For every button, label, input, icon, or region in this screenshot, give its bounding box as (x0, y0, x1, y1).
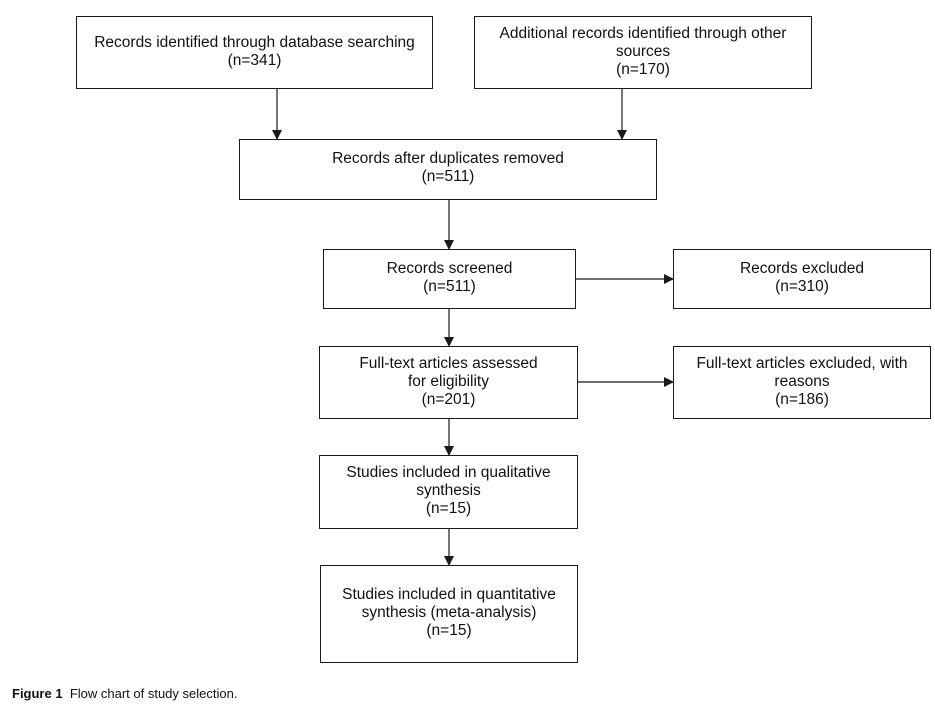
box-fulltext-assessed: Full-text articles assessed for eligibil… (319, 346, 578, 419)
figure-caption-label: Figure 1 (12, 686, 63, 701)
box-fulltext-excluded: Full-text articles excluded, with reason… (673, 346, 931, 419)
box-other-line-2: sources (615, 43, 671, 60)
box-other-sources: Additional records identified through ot… (474, 16, 812, 89)
box-quantitative-line-2: synthesis (meta-analysis) (361, 604, 537, 621)
box-database-records: Records identified through database sear… (76, 16, 433, 89)
box-duplicates-line-2: (n=511) (421, 168, 475, 185)
box-fulltext-line-1: Full-text articles assessed (359, 355, 538, 372)
figure-caption: Figure 1 Flow chart of study selection. (12, 686, 237, 702)
figure-caption-text: Flow chart of study selection. (69, 686, 238, 701)
box-after-duplicates: Records after duplicates removed (n=511) (239, 139, 657, 200)
box-fulltext-excluded-line-3: (n=186) (775, 391, 829, 408)
box-quantitative-line-1: Studies included in quantitative (342, 586, 556, 603)
box-quantitative-line-3: (n=15) (426, 622, 472, 639)
box-duplicates-line-1: Records after duplicates removed (332, 150, 564, 167)
box-other-line-3: (n=170) (616, 61, 670, 78)
box-fulltext-excluded-line-2: reasons (774, 373, 830, 390)
box-database-line-1: Records identified through database sear… (94, 34, 415, 51)
box-qualitative-synthesis: Studies included in qualitative synthesi… (319, 455, 578, 529)
box-records-screened: Records screened (n=511) (323, 249, 576, 309)
box-qualitative-line-2: synthesis (416, 482, 481, 499)
box-excluded-line-2: (n=310) (775, 278, 829, 295)
box-screened-line-2: (n=511) (423, 278, 476, 295)
box-qualitative-line-3: (n=15) (425, 500, 472, 517)
box-excluded-line-1: Records excluded (739, 260, 865, 277)
box-quantitative-synthesis: Studies included in quantitative synthes… (320, 565, 578, 663)
box-database-line-2: (n=341) (227, 52, 282, 69)
box-fulltext-excluded-line-1: Full-text articles excluded, with (696, 355, 908, 372)
box-qualitative-line-1: Studies included in qualitative (346, 464, 551, 481)
box-fulltext-line-3: (n=201) (421, 391, 476, 408)
box-records-excluded: Records excluded (n=310) (673, 249, 931, 309)
box-fulltext-line-2: for eligibility (408, 373, 489, 390)
box-other-line-1: Additional records identified through ot… (499, 25, 787, 42)
box-screened-line-1: Records screened (386, 260, 513, 277)
